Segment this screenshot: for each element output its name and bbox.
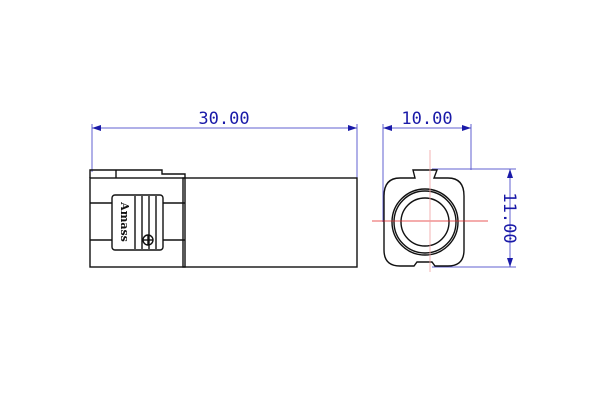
- width-dimension-label: 10.00: [401, 109, 452, 129]
- height-dimension-label: 11.00: [499, 192, 519, 243]
- height-dimension: [432, 168, 516, 268]
- side-view: [89, 169, 358, 268]
- length-dimension-label: 30.00: [198, 109, 249, 129]
- logo-plate: [111, 194, 164, 251]
- width-dimension: [382, 124, 472, 222]
- length-dimension: [91, 124, 358, 178]
- connector-body: [182, 177, 358, 268]
- housing-outline: [383, 169, 465, 267]
- connector-housing: [89, 177, 186, 268]
- brand-logo: Amass: [118, 201, 131, 242]
- contact-socket: [400, 197, 450, 247]
- centerlines: [372, 150, 488, 272]
- end-view: [383, 169, 465, 267]
